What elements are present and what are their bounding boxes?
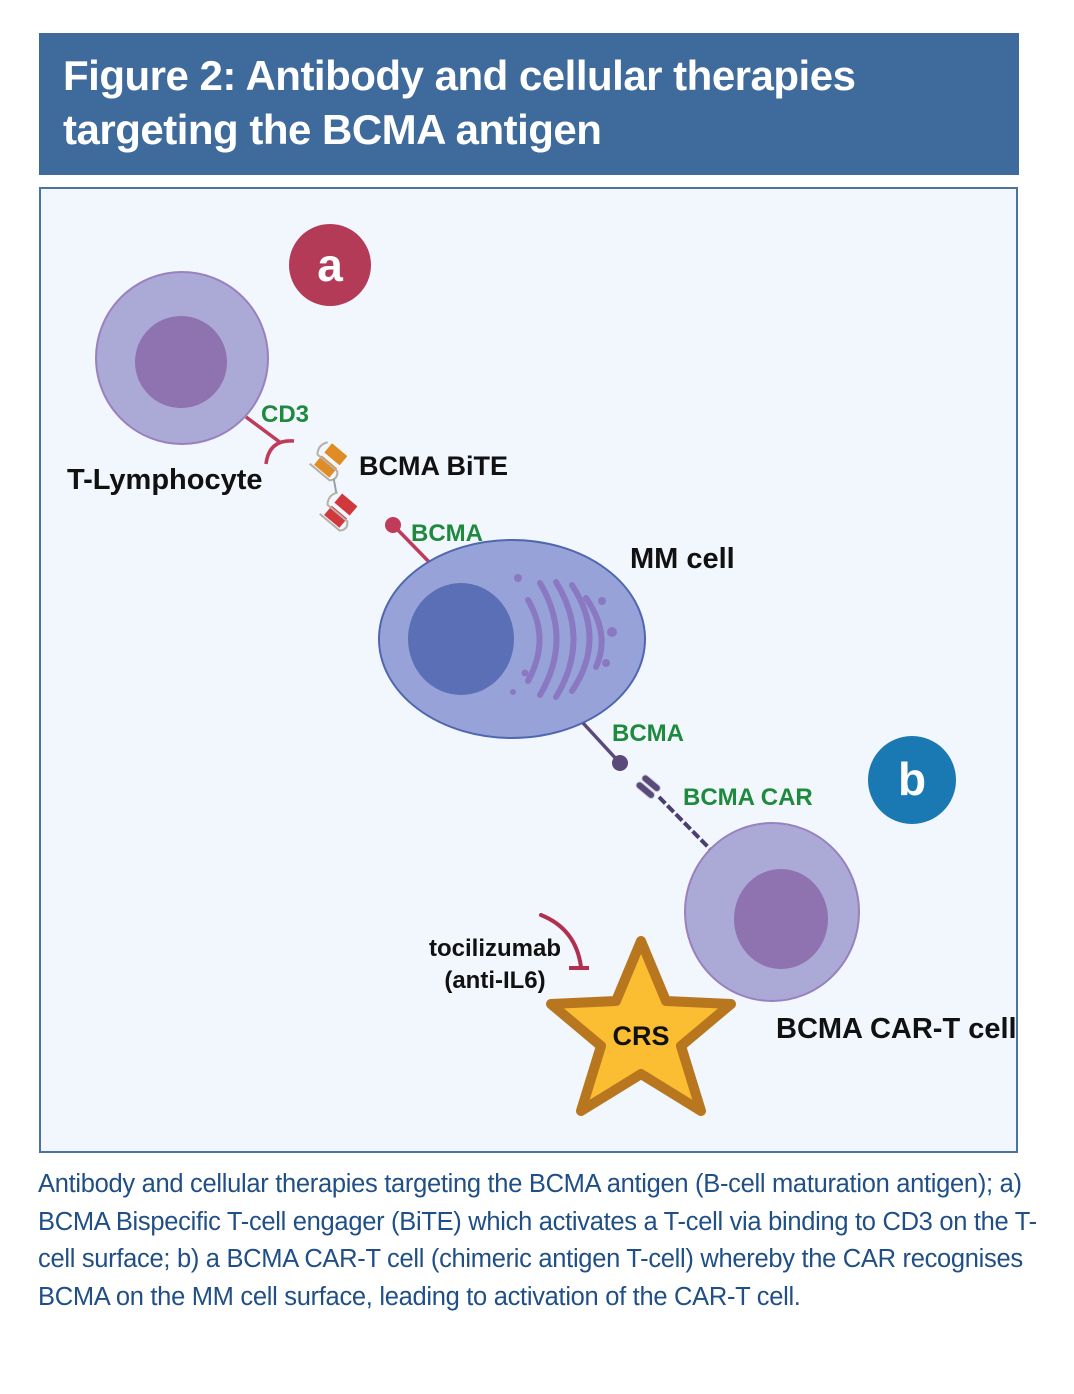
figure-title-line-2: targeting the BCMA antigen — [63, 106, 602, 153]
cd3-label: CD3 — [261, 401, 309, 428]
endoplasmic-reticulum-icon — [525, 579, 605, 700]
diagram-panel: a T-Lymphocyte CD3 BCMA BiTE — [39, 187, 1018, 1153]
anti-il6-label: (anti-IL6) — [444, 967, 545, 994]
badge-b: b — [868, 736, 956, 824]
mm-cell-nucleus — [408, 583, 514, 695]
mm-cell-label: MM cell — [630, 543, 735, 575]
bcma-top-label: BCMA — [411, 520, 483, 547]
bcma-bite-label: BCMA BiTE — [359, 451, 508, 481]
bcma-receptor-bottom-icon — [581, 721, 628, 771]
badge-b-circle — [868, 736, 956, 824]
t-lymphocyte-label: T-Lymphocyte — [67, 464, 263, 496]
vesicle-dots-icon — [510, 574, 617, 695]
crs-label: CRS — [612, 1021, 669, 1051]
car-t-cell — [684, 822, 860, 1002]
bite-antibody-icon — [309, 441, 358, 532]
badge-a: a — [289, 224, 371, 306]
crs-star-icon — [546, 936, 736, 1116]
mm-cell — [378, 539, 646, 739]
bcma-receptor-top-icon — [385, 517, 435, 568]
tocilizumab-label: tocilizumab — [429, 935, 561, 962]
figure-caption: Antibody and cellular therapies targetin… — [38, 1170, 1037, 1311]
badge-a-label: a — [317, 239, 343, 291]
car-t-cell-label: BCMA CAR-T cell — [776, 1013, 1016, 1045]
t-lymphocyte-nucleus — [135, 316, 227, 408]
figure-title-line-1: Figure 2: Antibody and cellular therapie… — [63, 52, 856, 99]
bcma-car-label: BCMA CAR — [683, 784, 813, 811]
badge-b-label: b — [898, 753, 926, 805]
bcma-bottom-label: BCMA — [612, 720, 684, 747]
cd3-receptor-icon — [244, 415, 295, 465]
figure-title-bar: Figure 2: Antibody and cellular therapie… — [39, 33, 1019, 175]
bcma-car-receptor-icon — [635, 774, 713, 852]
diagram-canvas: a T-Lymphocyte CD3 BCMA BiTE — [67, 224, 1016, 1116]
badge-a-circle — [289, 224, 371, 306]
t-lymphocyte-cell — [95, 271, 269, 445]
inhibition-arrow-icon — [539, 913, 583, 969]
car-t-cell-nucleus — [734, 869, 828, 969]
